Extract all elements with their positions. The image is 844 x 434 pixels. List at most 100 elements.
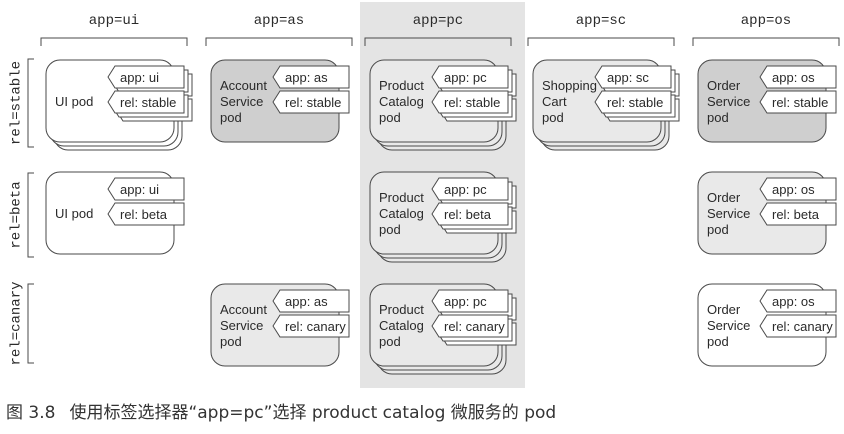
column-bracket bbox=[205, 37, 353, 46]
pod-name: Account bbox=[220, 302, 267, 317]
figure-caption: 图 3.8 使用标签选择器“app=pc”选择 product catalog 微… bbox=[6, 398, 836, 428]
pod-name: pod bbox=[220, 110, 242, 125]
rel-label: rel: beta bbox=[120, 207, 168, 222]
figure-caption-text: 使用标签选择器“app=pc”选择 product catalog 微服务的 p… bbox=[69, 403, 557, 423]
pod-name: pod bbox=[220, 334, 242, 349]
pod-name: Catalog bbox=[379, 206, 424, 221]
app-label-tag bbox=[107, 177, 185, 201]
app-label: app: pc bbox=[444, 294, 487, 309]
rel-label: rel: stable bbox=[444, 95, 500, 110]
pod-name: pod bbox=[707, 110, 729, 125]
app-label: app: pc bbox=[444, 70, 487, 85]
pod-ui-stable: app: ui rel: stable UI pod bbox=[45, 59, 193, 151]
row-header-beta: rel=beta bbox=[9, 172, 34, 258]
rel-label: rel: stable bbox=[285, 95, 341, 110]
column-bracket bbox=[364, 37, 512, 46]
pod-name: UI pod bbox=[55, 94, 93, 109]
pod-name: Service bbox=[707, 206, 750, 221]
app-label: app: os bbox=[772, 294, 815, 309]
pod-name: Service bbox=[220, 94, 263, 109]
app-label: app: as bbox=[285, 294, 328, 309]
pod-name: pod bbox=[707, 222, 729, 237]
column-bracket bbox=[40, 37, 188, 46]
pod-name: pod bbox=[542, 110, 564, 125]
app-label-tag bbox=[759, 65, 837, 89]
rel-label-tag bbox=[431, 314, 509, 338]
row-label: rel=beta bbox=[9, 181, 25, 248]
row-header-stable: rel=stable bbox=[9, 58, 34, 148]
column-label: app=ui bbox=[89, 13, 139, 29]
rel-label-tag bbox=[594, 90, 672, 114]
column-bracket bbox=[527, 37, 675, 46]
app-label-tag bbox=[594, 65, 672, 89]
row-header-canary: rel=canary bbox=[9, 281, 34, 366]
app-label-tag bbox=[431, 65, 509, 89]
app-label: app: os bbox=[772, 182, 815, 197]
rel-label-tag bbox=[759, 90, 837, 114]
figure-number: 图 3.8 bbox=[6, 403, 56, 423]
column-bracket bbox=[692, 37, 840, 46]
row-bracket bbox=[27, 283, 34, 364]
app-label: app: ui bbox=[120, 182, 159, 197]
pod-name: Service bbox=[220, 318, 263, 333]
app-label-tag bbox=[272, 65, 350, 89]
pod-name: Order bbox=[707, 78, 741, 93]
rel-label: rel: beta bbox=[772, 207, 820, 222]
pod-name: Service bbox=[707, 318, 750, 333]
pod-name: Order bbox=[707, 302, 741, 317]
column-label: app=pc bbox=[413, 13, 463, 29]
app-label: app: ui bbox=[120, 70, 159, 85]
app-label-tag bbox=[431, 177, 509, 201]
pod-name: Product bbox=[379, 190, 424, 205]
rel-label-tag bbox=[272, 90, 350, 114]
app-label-tag bbox=[759, 289, 837, 313]
pod-name: pod bbox=[379, 110, 401, 125]
pod-name: Cart bbox=[542, 94, 567, 109]
app-label: app: as bbox=[285, 70, 328, 85]
pod-name: pod bbox=[379, 222, 401, 237]
column-header-pc: app=pc bbox=[364, 13, 512, 46]
column-header-ui: app=ui bbox=[40, 13, 188, 46]
rel-label-tag bbox=[759, 202, 837, 226]
pod-name: pod bbox=[379, 334, 401, 349]
app-label: app: sc bbox=[607, 70, 649, 85]
rel-label-tag bbox=[431, 202, 509, 226]
pod-name: UI pod bbox=[55, 206, 93, 221]
column-header-os: app=os bbox=[692, 13, 840, 46]
pod-name: Product bbox=[379, 78, 424, 93]
app-label-tag bbox=[759, 177, 837, 201]
app-label: app: pc bbox=[444, 182, 487, 197]
column-header-sc: app=sc bbox=[527, 13, 675, 46]
rel-label: rel: canary bbox=[444, 319, 505, 334]
row-label: rel=stable bbox=[9, 61, 25, 145]
rel-label-tag bbox=[107, 90, 185, 114]
rel-label: rel: stable bbox=[607, 95, 663, 110]
pod-name: Service bbox=[707, 94, 750, 109]
row-label: rel=canary bbox=[9, 281, 25, 365]
app-label-tag bbox=[107, 65, 185, 89]
pod-name: Product bbox=[379, 302, 424, 317]
pod-name: Order bbox=[707, 190, 741, 205]
column-header-as: app=as bbox=[205, 13, 353, 46]
rel-label-tag bbox=[431, 90, 509, 114]
pod-name: Account bbox=[220, 78, 267, 93]
rel-label: rel: stable bbox=[120, 95, 176, 110]
diagram-canvas: app=ui app=as app=pc app=sc app=os rel=stable… bbox=[9, 2, 840, 388]
rel-label: rel: canary bbox=[772, 319, 833, 334]
column-label: app=os bbox=[741, 13, 791, 29]
rel-label-tag bbox=[107, 202, 185, 226]
app-label: app: os bbox=[772, 70, 815, 85]
rel-label-tag bbox=[272, 314, 350, 338]
rel-label: rel: canary bbox=[285, 319, 346, 334]
rel-label: rel: stable bbox=[772, 95, 828, 110]
rel-label-tag bbox=[759, 314, 837, 338]
pod-name: Catalog bbox=[379, 94, 424, 109]
